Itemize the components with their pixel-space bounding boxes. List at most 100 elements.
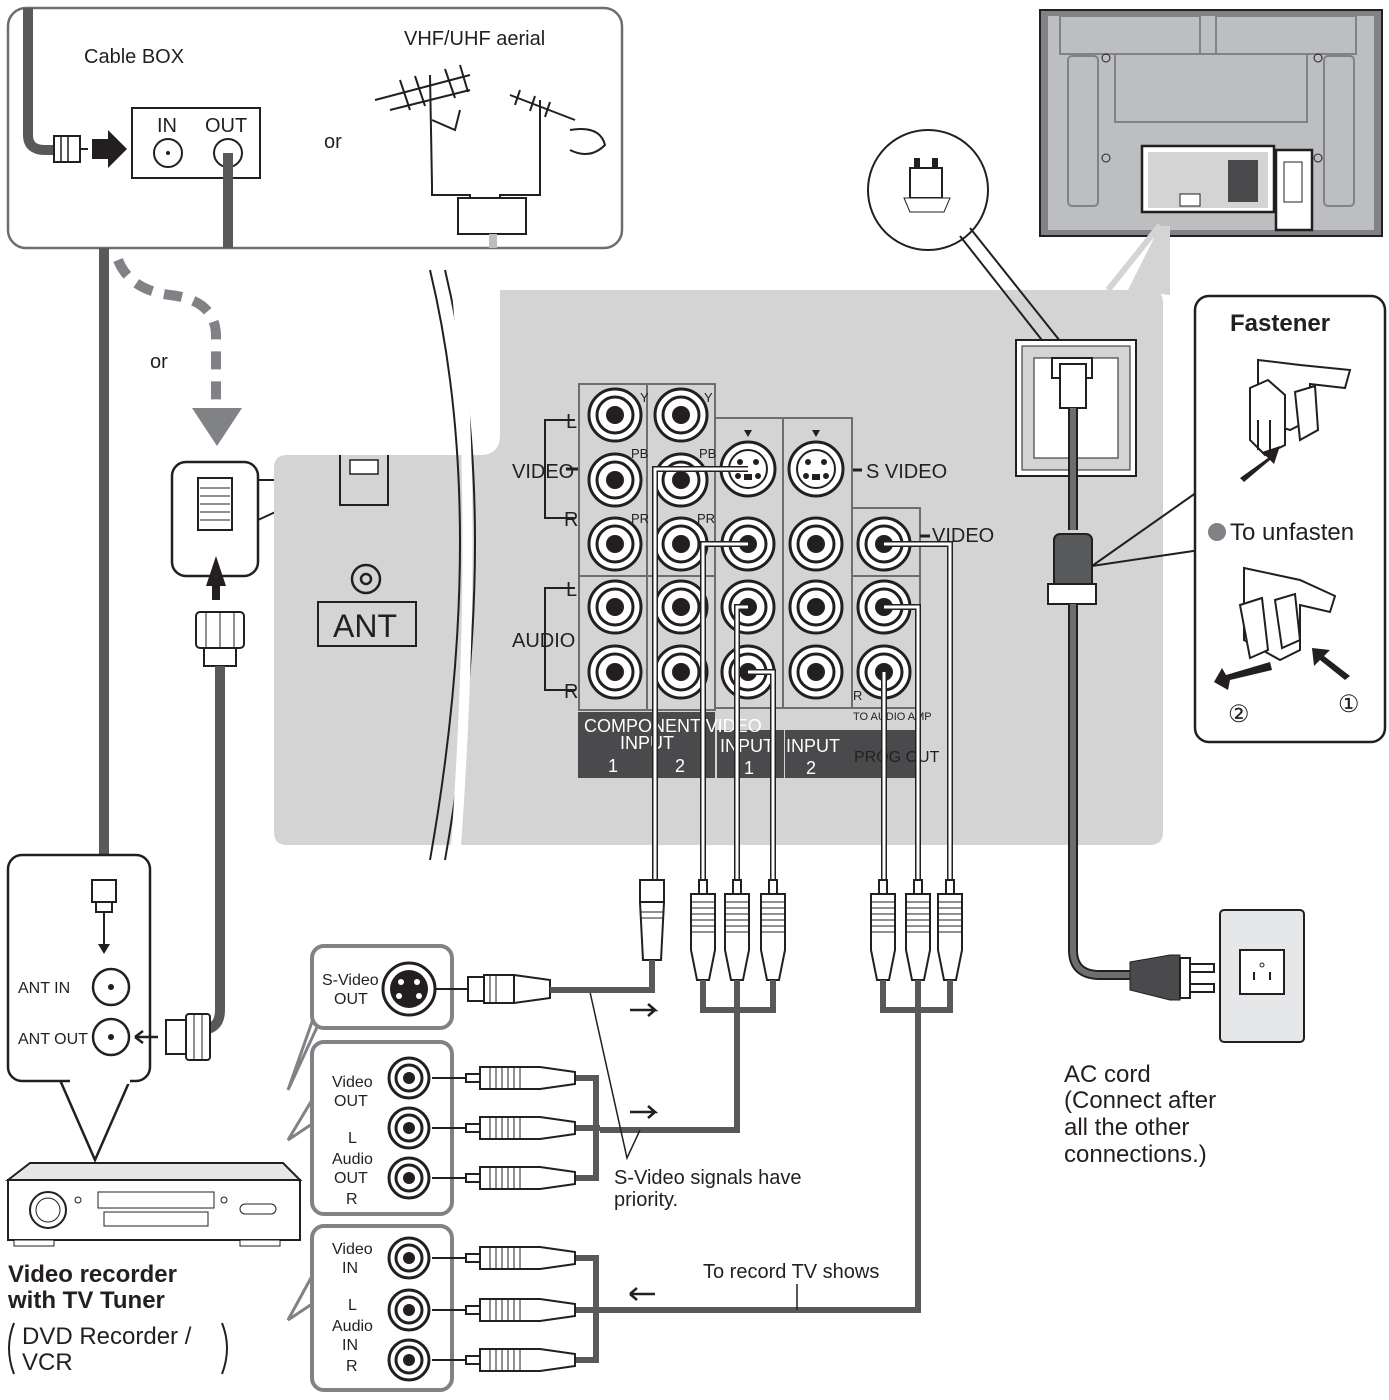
step-2-label: ② [1228,701,1250,728]
rca-plug-icon [724,879,750,981]
rca-jack-icon [587,452,643,508]
video-in-line2: IN [342,1260,358,1277]
signal-source-box: Cable BOX VHF/UHF aerial or IN OUT [6,6,624,250]
arrow-left-icon [1214,662,1272,690]
component-2-label: 2 [675,756,685,776]
rca-plug-icon [870,879,896,981]
s-video-out-panel: S-Video OUT [286,944,454,1091]
tv-rear-panel: ANT [274,269,1163,861]
ac-cord-line3: all the other [1064,1114,1189,1141]
rca-plug-horizontal-icon [432,1246,576,1270]
step-1-label: ① [1338,691,1360,718]
arrow-up-left-icon [1312,648,1350,680]
bullet-icon [1208,523,1226,541]
audio-in-r: R [346,1358,358,1375]
rca-plug-icon [760,879,786,981]
audio-r-label: R [564,681,578,703]
component-1-label: 1 [608,756,618,776]
recorder-title-line1: Video recorder [8,1261,177,1288]
rca-plug-icon [905,879,931,981]
audio-out-out: OUT [334,1170,368,1187]
ac-cord-line4: connections.) [1064,1141,1207,1168]
cable-box-in-label: IN [157,115,177,137]
recorder-rca-jack-icon [387,1288,431,1332]
ant-out-cable [190,666,225,1035]
component-input-label: INPUT [620,733,674,753]
recorder-ant-bubble: ANT IN ANT OUT [6,853,158,1164]
audio-in-l: L [348,1297,357,1314]
f-connector-icon [53,135,88,163]
rca-jack-icon [587,516,643,572]
ac-cord-line2: (Connect after [1064,1087,1216,1114]
ant-in-label: ANT IN [18,980,70,997]
audio-in-in: IN [342,1337,358,1354]
priority-note-line1: S-Video signals have [614,1167,802,1189]
rca-jack-icon [788,516,844,572]
rca-jack-icon [788,579,844,635]
f-connector-icon [91,879,117,913]
r-label-prog: R [853,688,862,703]
video-out-line2: OUT [334,1093,368,1110]
ac-cord-line1: AC cord [1064,1061,1151,1088]
alternate-route-dashed [113,257,221,400]
video-r-label: R [564,509,578,531]
rca-plug-horizontal-icon [432,1166,576,1190]
audio-out-audio: Audio [332,1151,373,1168]
recorder-rca-jack-icon [387,1236,431,1280]
fastener-title: Fastener [1230,310,1330,337]
rca-plug-horizontal-icon [432,1298,576,1322]
to-audio-amp-label: TO AUDIO AMP [853,711,932,723]
rca-jack-icon [587,644,643,700]
component-video-label: COMPONENT VIDEO [584,716,762,736]
or-label-top: or [324,131,342,153]
rca-jack-icon [653,579,709,635]
s-video-jack-icon [787,440,845,498]
ant-out-connector-icon [165,1013,211,1061]
recorder-rca-jack-icon [387,1056,431,1100]
rca-jack-icon [587,579,643,635]
cable-box-label: Cable BOX [84,46,184,68]
to-unfasten-label: To unfasten [1230,519,1354,546]
input-2-label: INPUT [786,736,840,756]
prog-out-label: PROG OUT [854,749,940,766]
recorder-sub-line2: VCR [22,1349,73,1376]
input-2-number: 2 [806,758,816,778]
audio-out-r: R [346,1191,358,1208]
rca-jack-icon [587,387,643,443]
s-video-out-line2: OUT [334,991,368,1008]
rca-jack-icon [653,387,709,443]
antenna-connector-icon [195,611,245,667]
audio-side-label: AUDIO [512,630,575,652]
arrow-down-icon [192,408,242,446]
fastener-box: Fastener To unfasten ② ① [1091,294,1387,744]
ant-symbol-icon [350,563,382,595]
rca-plug-horizontal-icon [432,1348,576,1372]
or-label-mid: or [150,351,168,373]
cable-box-out-label: OUT [205,115,247,137]
video-out-line1: Video [332,1074,373,1091]
recorder-sub-line1: DVD Recorder / [22,1323,192,1350]
ant-label: ANT [333,608,397,644]
recorder-rca-jack-icon [387,1338,431,1382]
s-video-plug-icon [638,879,666,961]
audio-out-l: L [348,1130,357,1147]
input-1-label: INPUT [720,736,774,756]
arrow-up-right-icon [1240,446,1280,482]
rca-jack-icon [653,644,709,700]
record-note: To record TV shows [703,1261,879,1283]
recorder-rca-jack-icon [387,1156,431,1200]
priority-note-line2: priority. [614,1189,678,1211]
aerial-label: VHF/UHF aerial [404,28,545,50]
rca-plug-horizontal-icon [432,1066,576,1090]
cable-box-icon: IN OUT [131,107,261,179]
ant-out-label: ANT OUT [18,1031,88,1048]
ac-inlet-zoom [867,129,1065,359]
arrow-right-icon [92,130,127,168]
audio-in-audio: Audio [332,1318,373,1335]
y-label-2: Y [640,390,649,405]
tv-back-thumbnail [1039,9,1383,292]
aerial-antenna-icon [374,64,607,235]
audio-l-label: L [566,579,577,601]
